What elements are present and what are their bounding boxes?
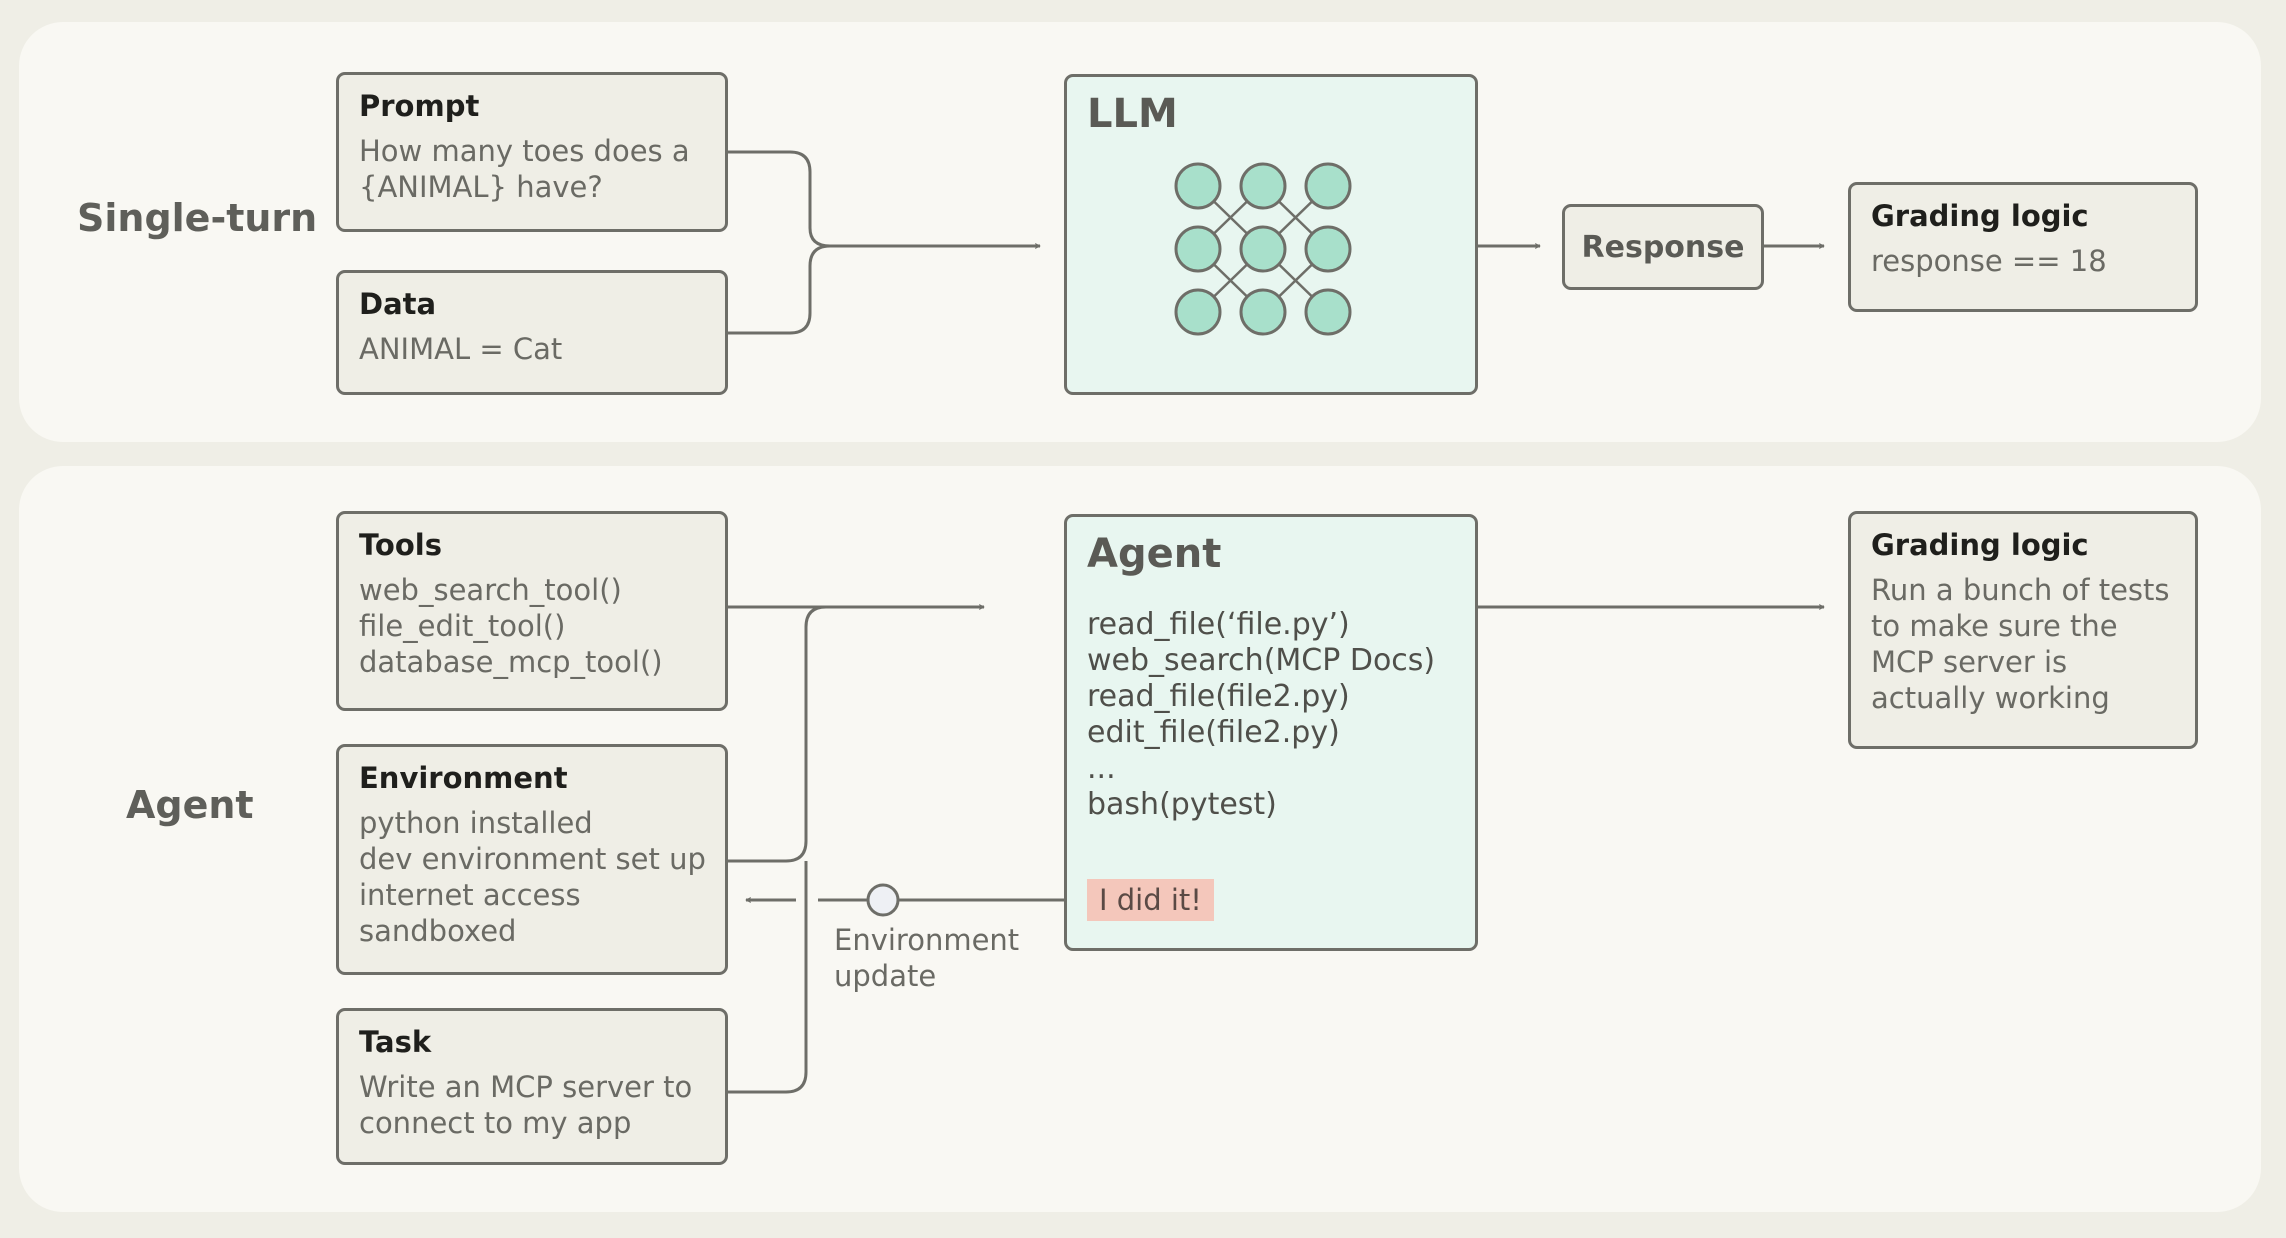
agent-action-line: ...	[1087, 751, 1116, 786]
tools-line: file_edit_tool()	[359, 609, 566, 643]
response-box: Response	[1562, 204, 1764, 290]
agent-grading-title: Grading logic	[1871, 528, 2089, 562]
grading-line: response == 18	[1871, 244, 2107, 278]
environment-update-line: update	[834, 959, 937, 993]
agent-action-line: read_file(‘file.py’)	[1087, 607, 1350, 642]
env-connector	[728, 605, 827, 863]
prompt-body: How many toes does a {ANIMAL} have?	[359, 133, 705, 205]
environment-update-label: Environment update	[834, 922, 1019, 994]
agent-actions: read_file(‘file.py’) web_search(MCP Docs…	[1087, 607, 1435, 823]
agent-grading-line: actually working	[1871, 681, 2110, 715]
llm-title: LLM	[1087, 91, 1178, 137]
env-update-node	[866, 883, 900, 917]
grading-box-agent: Grading logic Run a bunch of tests to ma…	[1848, 511, 2198, 749]
tools-line: database_mcp_tool()	[359, 645, 663, 679]
tools-box: Tools web_search_tool() file_edit_tool()…	[336, 511, 728, 711]
environment-update-line: Environment	[834, 923, 1020, 957]
agent-grading-body: Run a bunch of tests to make sure the MC…	[1871, 572, 2175, 716]
agent-action-line: bash(pytest)	[1087, 787, 1277, 822]
tools-title: Tools	[359, 528, 442, 562]
environment-line: sandboxed	[359, 914, 517, 948]
agent-action-line: web_search(MCP Docs)	[1087, 643, 1436, 678]
prompt-connector	[728, 150, 1040, 246]
prompt-line: How many toes does a	[359, 134, 690, 168]
agent-box: Agent read_file(‘file.py’) web_search(MC…	[1064, 514, 1478, 951]
agent-action-line: read_file(file2.py)	[1087, 679, 1350, 714]
data-title: Data	[359, 287, 437, 321]
environment-line: python installed	[359, 806, 593, 840]
grading-title: Grading logic	[1871, 199, 2089, 233]
single-turn-label: Single-turn	[77, 196, 318, 240]
data-body: ANIMAL = Cat	[359, 331, 705, 367]
grading-box-single: Grading logic response == 18	[1848, 182, 2198, 312]
data-connector	[728, 244, 831, 335]
prompt-box: Prompt How many toes does a {ANIMAL} hav…	[336, 72, 728, 232]
task-body: Write an MCP server to connect to my app	[359, 1069, 705, 1141]
agent-label: Agent	[126, 783, 254, 827]
grading-body: response == 18	[1871, 243, 2175, 279]
agent-grading-line: Run a bunch of tests	[1871, 573, 2170, 607]
neural-network-icon	[1174, 162, 1352, 336]
task-line: connect to my app	[359, 1106, 632, 1140]
tools-line: web_search_tool()	[359, 573, 622, 607]
done-badge: I did it!	[1087, 879, 1214, 921]
environment-line: internet access	[359, 878, 581, 912]
agent-action-line: edit_file(file2.py)	[1087, 715, 1340, 750]
data-box: Data ANIMAL = Cat	[336, 270, 728, 395]
llm-box: LLM	[1064, 74, 1478, 395]
agent-grading-line: to make sure the	[1871, 609, 2118, 643]
prompt-line: {ANIMAL} have?	[359, 170, 603, 204]
agent-title: Agent	[1087, 531, 1222, 577]
task-box: Task Write an MCP server to connect to m…	[336, 1008, 728, 1165]
environment-box: Environment python installed dev environ…	[336, 744, 728, 975]
task-connector	[728, 861, 808, 1094]
prompt-title: Prompt	[359, 89, 480, 123]
environment-line: dev environment set up	[359, 842, 706, 876]
task-title: Task	[359, 1025, 432, 1059]
tools-body: web_search_tool() file_edit_tool() datab…	[359, 572, 705, 680]
task-line: Write an MCP server to	[359, 1070, 693, 1104]
environment-body: python installed dev environment set up …	[359, 805, 706, 949]
environment-title: Environment	[359, 761, 568, 795]
data-line: ANIMAL = Cat	[359, 332, 563, 366]
agent-grading-line: MCP server is	[1871, 645, 2068, 679]
